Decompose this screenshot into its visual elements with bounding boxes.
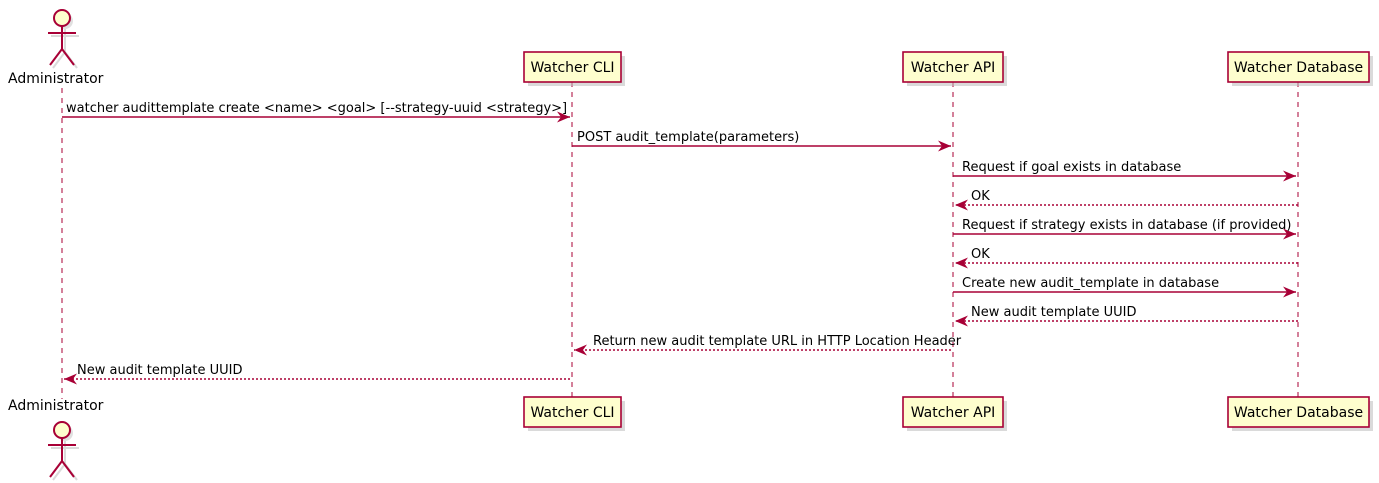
message-arrowhead bbox=[64, 373, 77, 385]
participant-box-watcher-api-top[interactable]: Watcher API bbox=[902, 51, 1007, 86]
participant-label: Watcher CLI bbox=[530, 405, 614, 421]
participant-box-watcher-database-top[interactable]: Watcher Database bbox=[1227, 51, 1373, 86]
participant-label: Watcher Database bbox=[1234, 60, 1363, 76]
message-arrowhead bbox=[557, 111, 570, 123]
participant-label: Watcher API bbox=[911, 405, 996, 421]
participant-box-watcher-database-bottom[interactable]: Watcher Database bbox=[1227, 396, 1373, 431]
message-label: watcher audittemplate create <name> <goa… bbox=[66, 101, 567, 116]
message-arrowhead bbox=[955, 257, 968, 269]
message-arrowhead bbox=[955, 315, 968, 327]
actor-leg-left bbox=[49, 48, 63, 66]
participant-label: Watcher CLI bbox=[530, 60, 614, 76]
message-10-watcher-cli-to-administrator[interactable]: New audit template UUID bbox=[64, 363, 570, 385]
message-8-watcher-database-to-watcher-api[interactable]: New audit template UUID bbox=[955, 305, 1298, 327]
participant-label: Watcher API bbox=[911, 60, 996, 76]
message-arrowhead bbox=[1283, 228, 1296, 240]
participant-box-rect bbox=[902, 396, 1004, 428]
message-label: Request if strategy exists in database (… bbox=[962, 218, 1291, 233]
participant-box-rect bbox=[523, 51, 622, 83]
message-2-watcher-cli-to-watcher-api[interactable]: POST audit_template(parameters) bbox=[572, 130, 951, 152]
actor-leg-right bbox=[61, 48, 75, 66]
participant-box-rect bbox=[902, 51, 1004, 83]
message-1-administrator-to-watcher-cli[interactable]: watcher audittemplate create <name> <goa… bbox=[62, 101, 570, 123]
actor-body-shadow bbox=[51, 29, 79, 69]
actor-head-icon bbox=[53, 9, 71, 27]
actor-label: Administrator bbox=[8, 71, 104, 87]
message-label: Create new audit_template in database bbox=[962, 276, 1219, 291]
actor-leg-right bbox=[61, 460, 75, 478]
message-label: POST audit_template(parameters) bbox=[577, 130, 799, 145]
participant-box-rect bbox=[1227, 396, 1370, 428]
actor-label: Administrator bbox=[8, 398, 104, 414]
message-arrowhead bbox=[955, 199, 968, 211]
message-arrowhead bbox=[938, 140, 951, 152]
message-6-watcher-database-to-watcher-api[interactable]: OK bbox=[955, 247, 1298, 269]
message-arrowhead bbox=[574, 344, 587, 356]
message-9-watcher-api-to-watcher-cli[interactable]: Return new audit template URL in HTTP Lo… bbox=[574, 334, 962, 356]
message-label: Return new audit template URL in HTTP Lo… bbox=[593, 334, 962, 349]
message-3-watcher-api-to-watcher-database[interactable]: Request if goal exists in database bbox=[953, 160, 1296, 182]
actor-leg-left bbox=[49, 460, 63, 478]
participant-box-watcher-cli-top[interactable]: Watcher CLI bbox=[523, 51, 625, 86]
message-label: New audit template UUID bbox=[77, 363, 242, 378]
participant-box-watcher-api-bottom[interactable]: Watcher API bbox=[902, 396, 1007, 431]
participant-box-watcher-cli-bottom[interactable]: Watcher CLI bbox=[523, 396, 625, 431]
message-arrowhead bbox=[1283, 286, 1296, 298]
actor-body-shadow bbox=[51, 441, 79, 481]
message-label: Request if goal exists in database bbox=[962, 160, 1181, 175]
participant-box-rect bbox=[1227, 51, 1370, 83]
message-7-watcher-api-to-watcher-database[interactable]: Create new audit_template in database bbox=[953, 276, 1296, 298]
message-label: New audit template UUID bbox=[971, 305, 1136, 320]
participant-label: Watcher Database bbox=[1234, 405, 1363, 421]
participant-box-rect bbox=[523, 396, 622, 428]
message-label: OK bbox=[971, 189, 990, 204]
actor-head-icon bbox=[53, 421, 71, 439]
actor-bottom[interactable]: Administrator bbox=[8, 398, 104, 481]
message-label: OK bbox=[971, 247, 990, 262]
message-5-watcher-api-to-watcher-database[interactable]: Request if strategy exists in database (… bbox=[953, 218, 1296, 240]
actor-top[interactable]: Administrator bbox=[8, 9, 104, 87]
message-arrowhead bbox=[1283, 170, 1296, 182]
message-4-watcher-database-to-watcher-api[interactable]: OK bbox=[955, 189, 1298, 211]
